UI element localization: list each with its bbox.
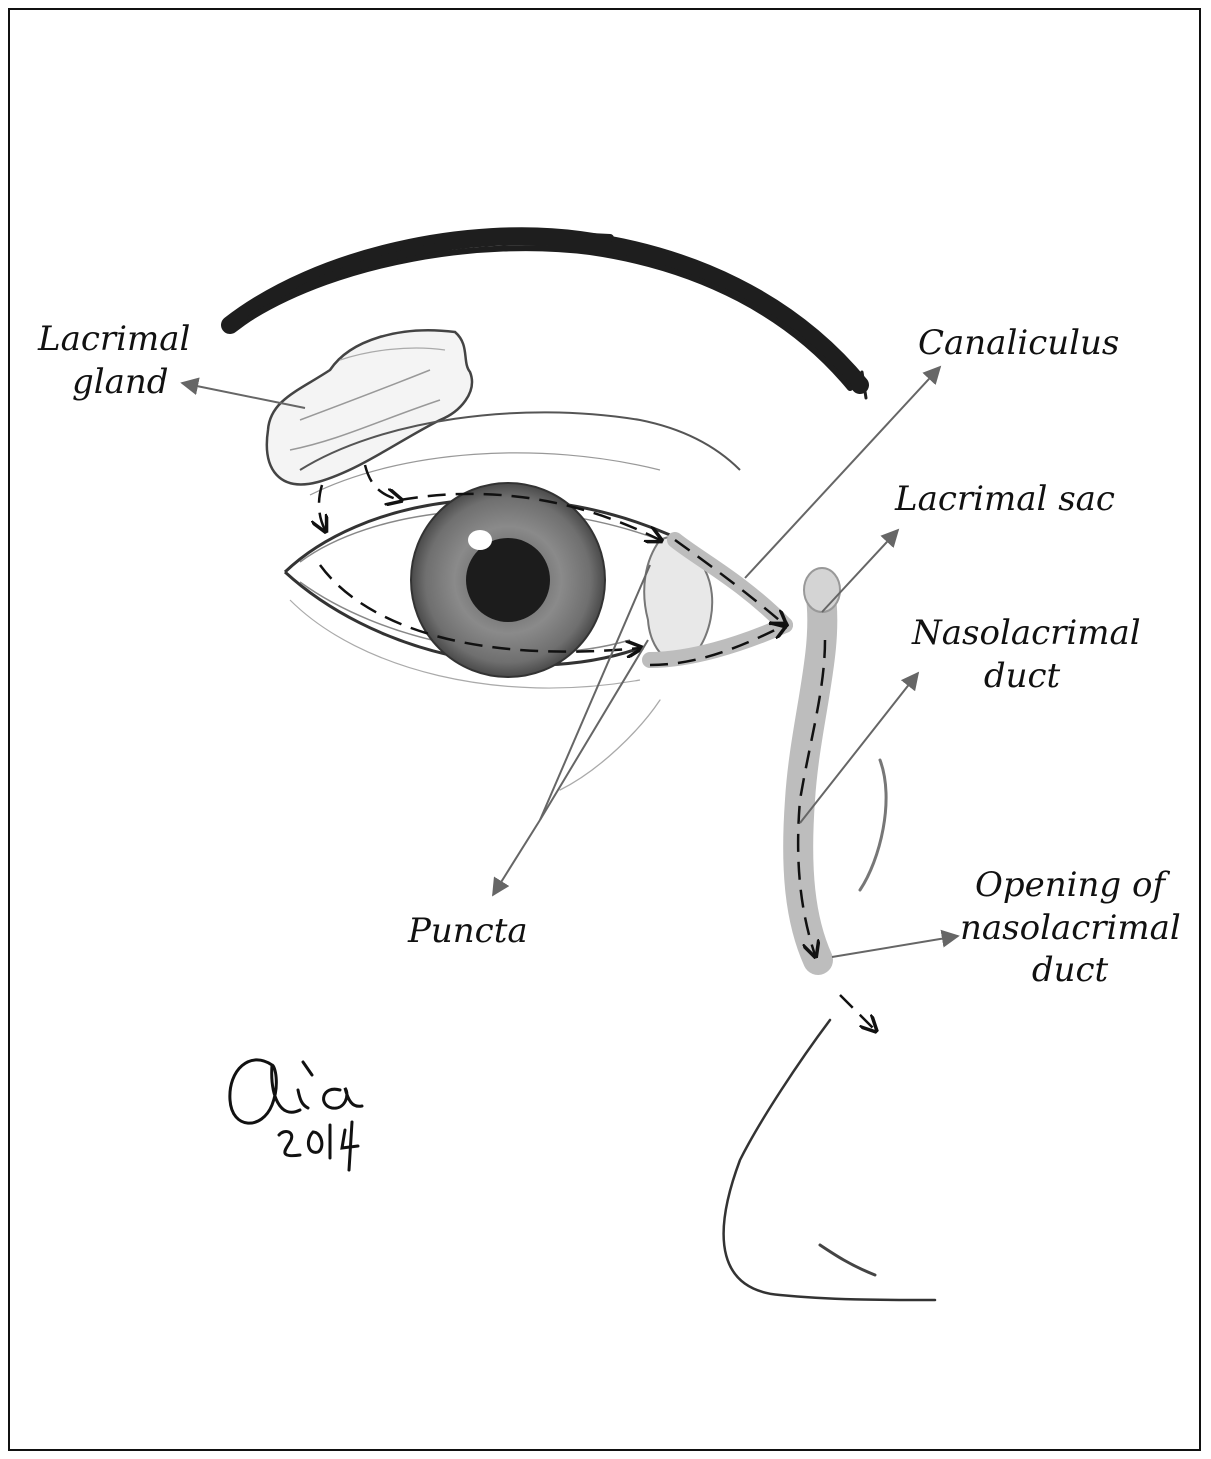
label-opening-line3: duct: [960, 949, 1180, 992]
face-contours: [560, 700, 935, 1300]
leader-lacrimal-gland: [182, 383, 305, 408]
label-nasolacrimal-duct-line2: duct: [912, 655, 1132, 698]
label-lacrimal-gland: Lacrimal gland: [38, 318, 190, 403]
label-puncta-text: Puncta: [408, 910, 528, 953]
label-opening-line1: Opening of: [960, 864, 1180, 907]
label-puncta: Puncta: [408, 910, 528, 953]
leader-canaliculus: [745, 367, 940, 578]
label-canaliculus: Canaliculus: [918, 322, 1119, 365]
label-lacrimal-gland-line2: gland: [72, 361, 190, 404]
leader-puncta-tail: [493, 820, 540, 895]
artist-signature: [230, 1060, 362, 1170]
label-opening-of-nasolacrimal-duct: Opening of nasolacrimal duct: [960, 864, 1180, 992]
label-nasolacrimal-duct: Nasolacrimal duct: [912, 612, 1132, 697]
leader-lacrimal-sac: [822, 530, 898, 612]
label-lacrimal-sac-text: Lacrimal sac: [895, 478, 1115, 521]
label-nasolacrimal-duct-line1: Nasolacrimal: [912, 612, 1132, 655]
leader-opening: [832, 936, 958, 957]
leader-puncta-lower: [540, 640, 648, 820]
label-opening-line2: nasolacrimal: [960, 907, 1180, 950]
label-canaliculus-text: Canaliculus: [918, 322, 1119, 365]
label-lacrimal-sac: Lacrimal sac: [895, 478, 1115, 521]
label-lacrimal-gland-line1: Lacrimal: [38, 318, 190, 361]
